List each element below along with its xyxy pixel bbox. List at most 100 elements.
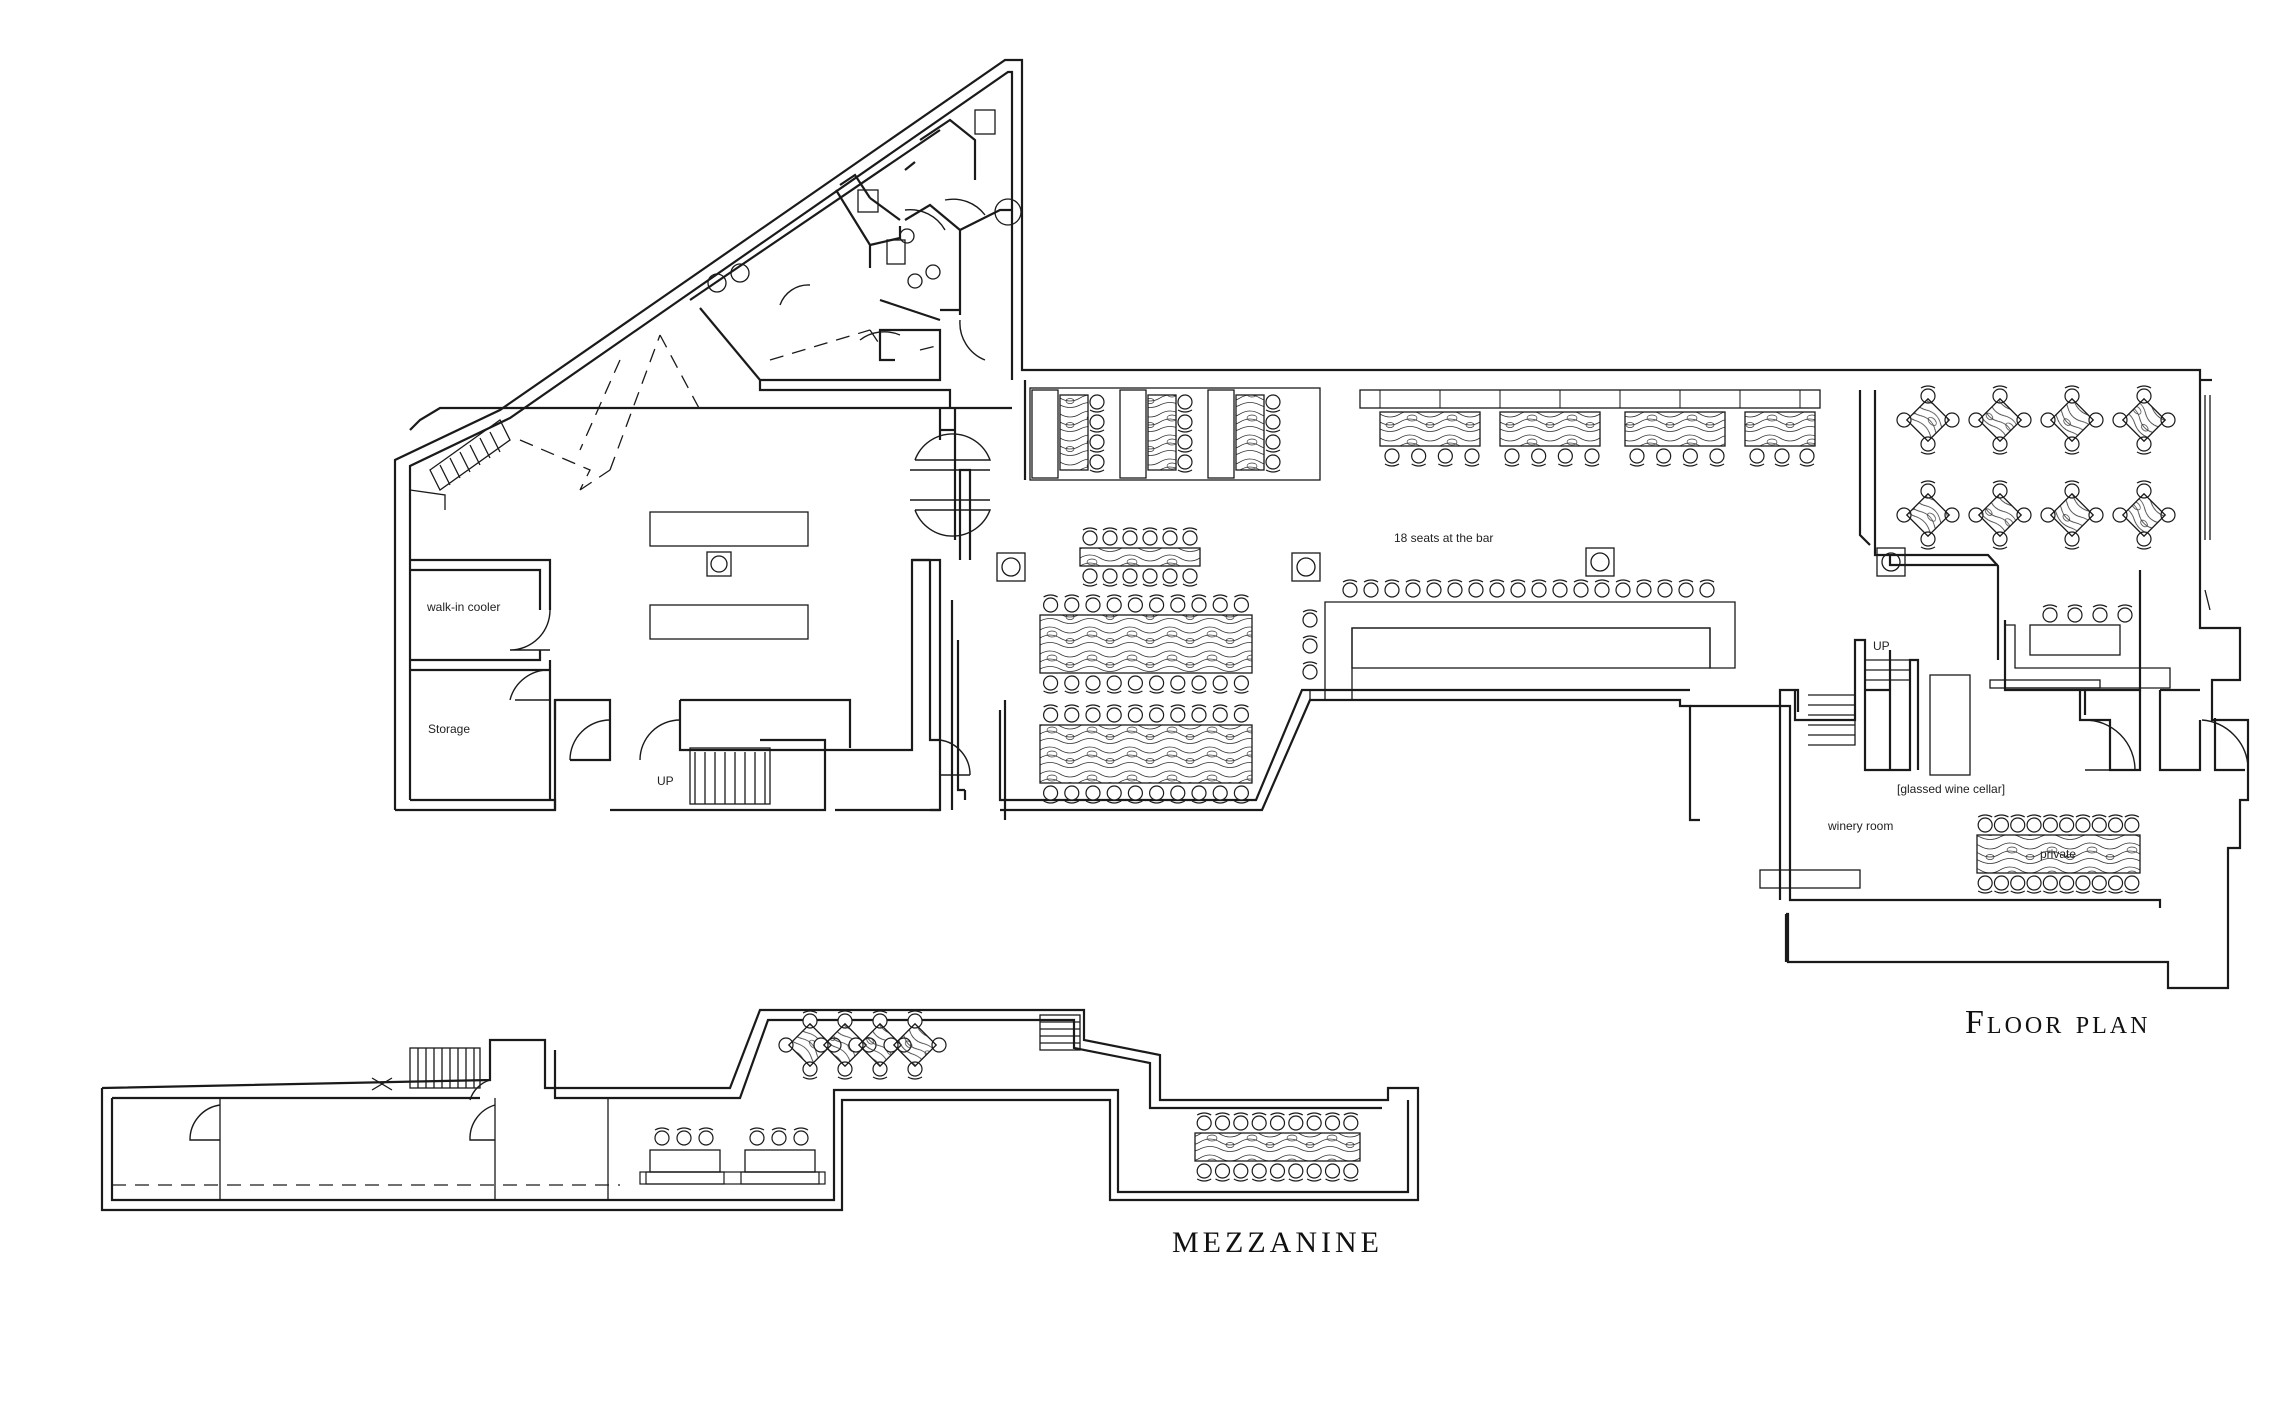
booth: [1119, 389, 1193, 479]
chair: [1265, 434, 1281, 453]
dining-table: [1039, 704, 1253, 804]
chair: [1177, 414, 1193, 433]
chair: [1699, 579, 1715, 598]
chair: [1177, 454, 1193, 473]
chair: [1082, 568, 1098, 587]
mezzanine-wall: [100, 1008, 1420, 1212]
chair: [749, 1127, 765, 1146]
chair: [1489, 579, 1505, 598]
four-top-table: [2112, 385, 2176, 455]
chair: [1594, 579, 1610, 598]
dining-table: [1976, 814, 2141, 894]
chair: [1324, 1112, 1341, 1131]
chair: [1774, 448, 1790, 467]
chair: [1089, 394, 1105, 413]
chair: [1214, 1163, 1231, 1182]
chair: [1993, 875, 2010, 894]
chair: [1085, 785, 1101, 804]
chair: [2136, 436, 2152, 455]
winery-room-label: winery room: [1827, 819, 1893, 833]
four-top-table: [1968, 480, 2032, 550]
chair: [2117, 604, 2133, 623]
chair: [1977, 814, 1993, 833]
chair: [1468, 579, 1484, 598]
column-icon: [1291, 552, 1321, 582]
up-label-right: UP: [1873, 639, 1890, 653]
chair: [2042, 814, 2058, 833]
chair: [1106, 704, 1122, 723]
chair: [1233, 675, 1250, 694]
chair: [676, 1127, 692, 1146]
four-top-table: [883, 1010, 947, 1080]
kitchen-fixtures: [409, 109, 1022, 805]
chair: [793, 1127, 809, 1146]
chair: [2092, 604, 2108, 623]
chair: [1191, 675, 1207, 694]
four-top-table: [848, 1010, 912, 1080]
chair: [1177, 394, 1193, 413]
stair-left: [689, 747, 771, 805]
chair: [1464, 448, 1480, 467]
chair: [1288, 1163, 1304, 1182]
chair: [1405, 579, 1421, 598]
chair: [1306, 1163, 1322, 1182]
column-icon: [996, 552, 1026, 582]
chair: [2064, 480, 2080, 499]
chair: [1233, 594, 1250, 613]
booth: [1031, 389, 1105, 479]
chair: [1170, 785, 1186, 804]
stair-upper-left: [409, 419, 511, 510]
chair: [1182, 568, 1198, 587]
four-top-table: [2112, 480, 2176, 550]
chair: [1191, 704, 1207, 723]
chair: [1251, 1163, 1267, 1182]
chair: [1085, 594, 1101, 613]
chair: [1082, 527, 1098, 546]
mezzanine-stair: [371, 1047, 481, 1091]
chair: [1122, 527, 1138, 546]
chair: [1531, 579, 1547, 598]
chair: [1343, 1112, 1359, 1131]
chair: [2026, 875, 2042, 894]
chair: [1557, 448, 1573, 467]
dining-furniture: [1029, 385, 2176, 894]
chair: [1306, 1112, 1322, 1131]
chair: [654, 1127, 670, 1146]
chair: [1233, 1163, 1249, 1182]
booth-frame: [1029, 387, 1321, 481]
chair: [872, 1010, 888, 1029]
chair: [907, 1010, 923, 1029]
floor-plan: [393, 58, 2250, 990]
columns: [996, 547, 1906, 582]
bar-seats-label: 18 seats at the bar: [1394, 531, 1493, 545]
chair: [1214, 1112, 1231, 1131]
chair: [1615, 579, 1631, 598]
prep-table: [649, 511, 809, 547]
exterior-wall: [393, 58, 2250, 990]
chair: [2042, 604, 2058, 623]
chair: [1302, 661, 1318, 680]
chair: [2010, 875, 2026, 894]
booth: [1207, 389, 1281, 479]
chair: [1552, 579, 1568, 598]
four-top-table: [778, 1010, 842, 1080]
chair: [1269, 1112, 1286, 1131]
chair: [2026, 814, 2042, 833]
chair: [2059, 875, 2075, 894]
column-icon: [1585, 547, 1615, 577]
floor-plan-title: Floor plan: [1965, 1004, 2150, 1041]
chair: [1993, 814, 2010, 833]
chair: [1265, 414, 1281, 433]
chair: [1064, 785, 1080, 804]
mezzanine: [100, 1008, 1420, 1212]
mezzanine-bench: [639, 1171, 826, 1185]
chair: [1177, 434, 1193, 453]
chair: [1799, 448, 1815, 467]
chair: [1089, 454, 1105, 473]
walk-in-cooler-label: walk-in cooler: [426, 600, 500, 614]
chair: [2107, 814, 2124, 833]
windows: [2204, 395, 2211, 611]
counter-table: [645, 1127, 725, 1185]
chair: [1106, 785, 1122, 804]
chair: [1531, 448, 1547, 467]
